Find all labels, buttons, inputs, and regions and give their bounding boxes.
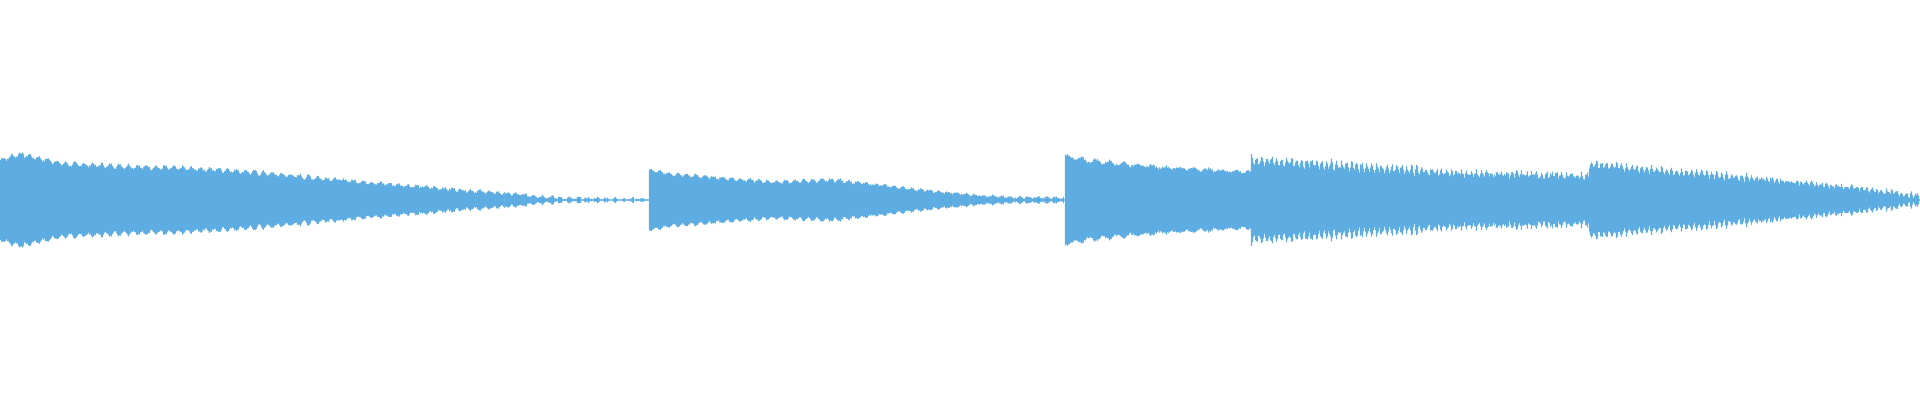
waveform-path: [0, 152, 1920, 248]
